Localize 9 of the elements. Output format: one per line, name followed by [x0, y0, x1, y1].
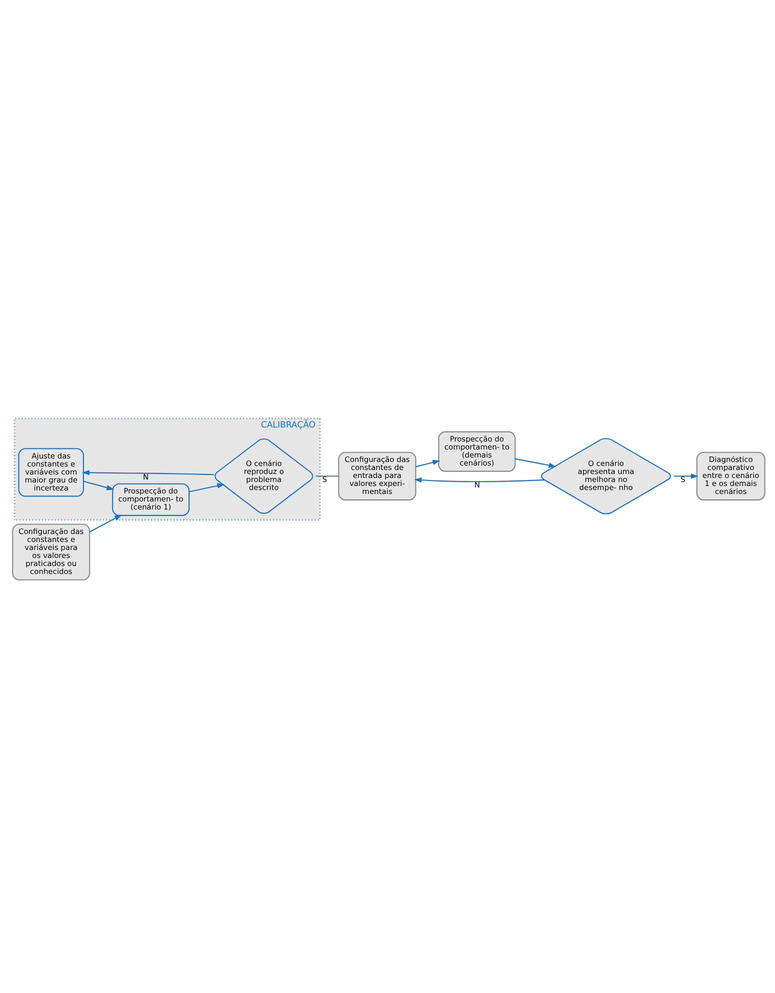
arrow	[83, 480, 114, 490]
arrow	[189, 482, 225, 492]
arrow	[416, 459, 440, 467]
arrow	[82, 470, 214, 475]
connector	[316, 475, 339, 476]
arrow	[515, 458, 556, 468]
arrow	[89, 514, 122, 532]
arrow	[674, 473, 698, 478]
arrow	[414, 476, 544, 482]
